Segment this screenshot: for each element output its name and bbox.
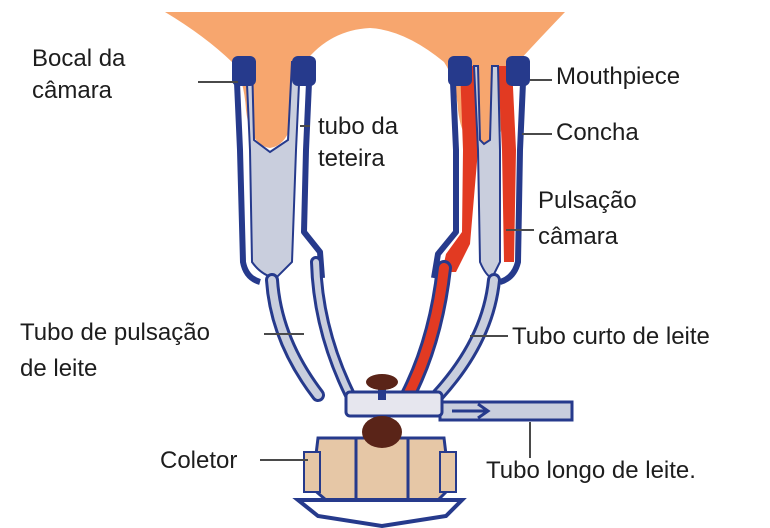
label-bocal-line2: câmara — [32, 76, 112, 105]
left-mouthpiece-r — [292, 56, 316, 86]
claw-cap — [366, 374, 398, 390]
left-short-milk-tube — [272, 280, 318, 395]
collector-base — [298, 500, 462, 526]
collector-valve — [362, 416, 402, 448]
left-pulsation-tube — [316, 262, 350, 395]
label-concha: Concha — [556, 118, 639, 147]
label-tubo-pulsacao-line2: de leite — [20, 354, 97, 383]
label-tubo-teteira-line1: tubo da — [318, 112, 398, 141]
collector-side-right — [440, 452, 456, 492]
label-coletor: Coletor — [160, 446, 237, 475]
label-tubo-teteira-line2: teteira — [318, 144, 385, 173]
label-bocal-line1: Bocal da — [32, 44, 125, 73]
claw-top — [346, 392, 442, 416]
label-tubo-curto: Tubo curto de leite — [512, 322, 710, 351]
label-tubo-longo: Tubo longo de leite. — [486, 456, 696, 485]
right-mouthpiece — [448, 56, 472, 86]
right-mouthpiece-r — [506, 56, 530, 86]
label-mouthpiece: Mouthpiece — [556, 62, 680, 91]
collector-side-left — [304, 452, 320, 492]
label-pulsacao-line1: Pulsação — [538, 186, 637, 215]
label-pulsacao-line2: câmara — [538, 222, 618, 251]
label-tubo-pulsacao-line1: Tubo de pulsação — [20, 318, 210, 347]
